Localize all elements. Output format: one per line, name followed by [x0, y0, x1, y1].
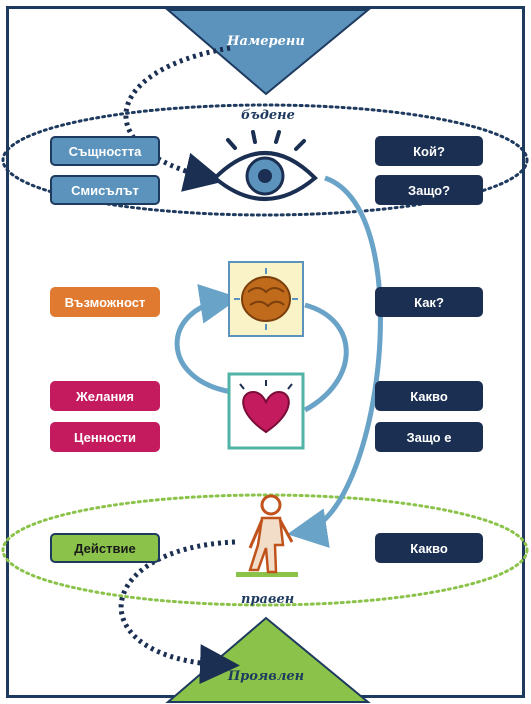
top-triangle — [165, 9, 371, 96]
intention-arrow — [123, 45, 231, 192]
being-ellipse — [1, 103, 529, 217]
why-box: Защо? — [375, 175, 483, 205]
doing-ellipse — [1, 493, 529, 607]
how-box: Как? — [375, 287, 483, 317]
action-box: Действие — [50, 533, 160, 563]
bottom-triangle — [165, 616, 371, 703]
why-is-box: Защо е — [375, 422, 483, 452]
top-triangle-label: Намерени — [227, 34, 305, 49]
brain-icon — [228, 261, 304, 337]
essence-box: Същността — [50, 136, 160, 166]
what-action-box: Какво — [375, 533, 483, 563]
opportunity-box: Възможност — [50, 287, 160, 317]
heart-to-brain-arrow — [303, 302, 349, 413]
being-label: бъдене — [241, 108, 295, 123]
bottom-triangle-label: Проявлен — [227, 669, 305, 684]
walking-figure-icon — [236, 494, 298, 577]
manifest-arrow — [118, 539, 240, 685]
desires-box: Желания — [50, 381, 160, 411]
meaning-box: Смисълът — [50, 175, 160, 205]
values-box: Ценности — [50, 422, 160, 452]
eye-icon — [212, 130, 318, 201]
heart-icon — [227, 372, 305, 450]
eye-to-action-arrow — [287, 175, 383, 548]
what-box: Какво — [375, 381, 483, 411]
doing-label: правен — [241, 592, 295, 607]
loop-arrow — [174, 284, 240, 395]
who-box: Кой? — [375, 136, 483, 166]
